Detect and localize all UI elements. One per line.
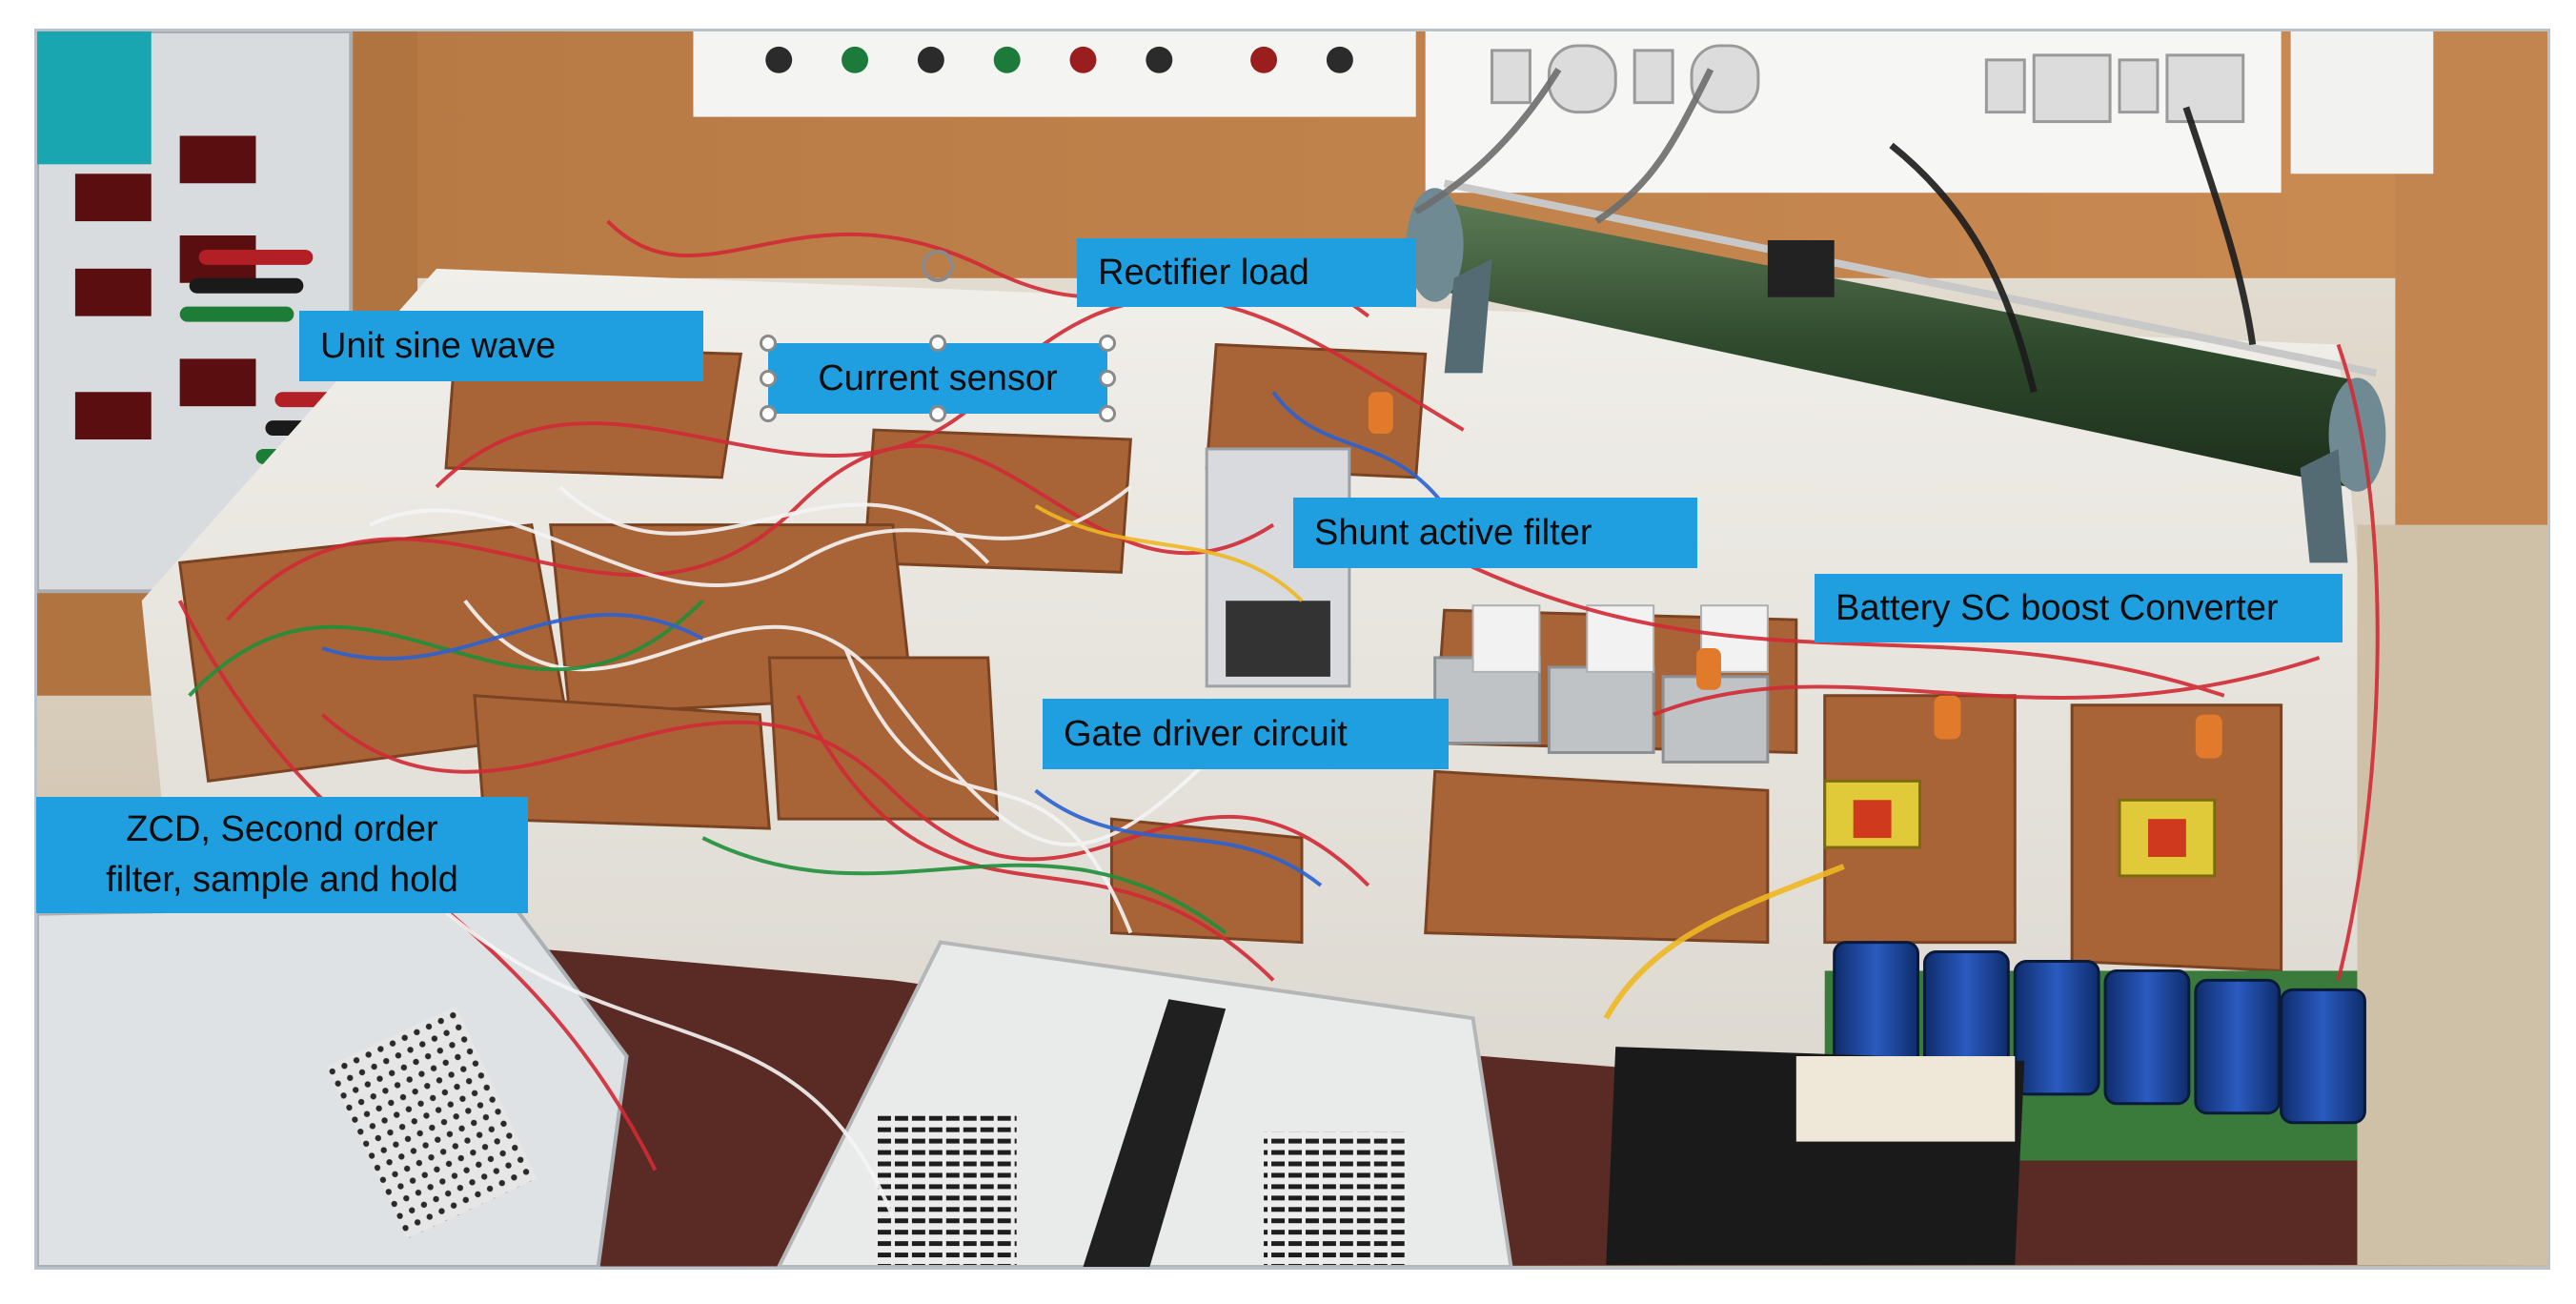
selection-handle[interactable]: [760, 335, 777, 352]
selection-handle[interactable]: [1099, 405, 1116, 422]
label-rectifier-load: Rectifier load: [1077, 238, 1416, 307]
label-current-sensor: Current sensor: [768, 343, 1107, 414]
selection-handle[interactable]: [760, 405, 777, 422]
label-shunt-active-filter: Shunt active filter: [1293, 498, 1697, 568]
photo-illustration: [37, 31, 2547, 1267]
label-unit-sine-wave: Unit sine wave: [299, 311, 703, 381]
label-battery-sc-boost-converter: Battery SC boost Converter: [1815, 574, 2343, 642]
label-zcd-second-order-filter-sample-hold: ZCD, Second order filter, sample and hol…: [36, 797, 528, 913]
selection-handle[interactable]: [929, 335, 946, 352]
selection-handle[interactable]: [929, 405, 946, 422]
selection-handle[interactable]: [1099, 335, 1116, 352]
lab-setup-photo: [34, 29, 2550, 1270]
rotate-handle-icon[interactable]: [922, 250, 954, 282]
label-gate-driver-circuit: Gate driver circuit: [1043, 699, 1449, 769]
selection-handle[interactable]: [760, 370, 777, 387]
selection-handle[interactable]: [1099, 370, 1116, 387]
